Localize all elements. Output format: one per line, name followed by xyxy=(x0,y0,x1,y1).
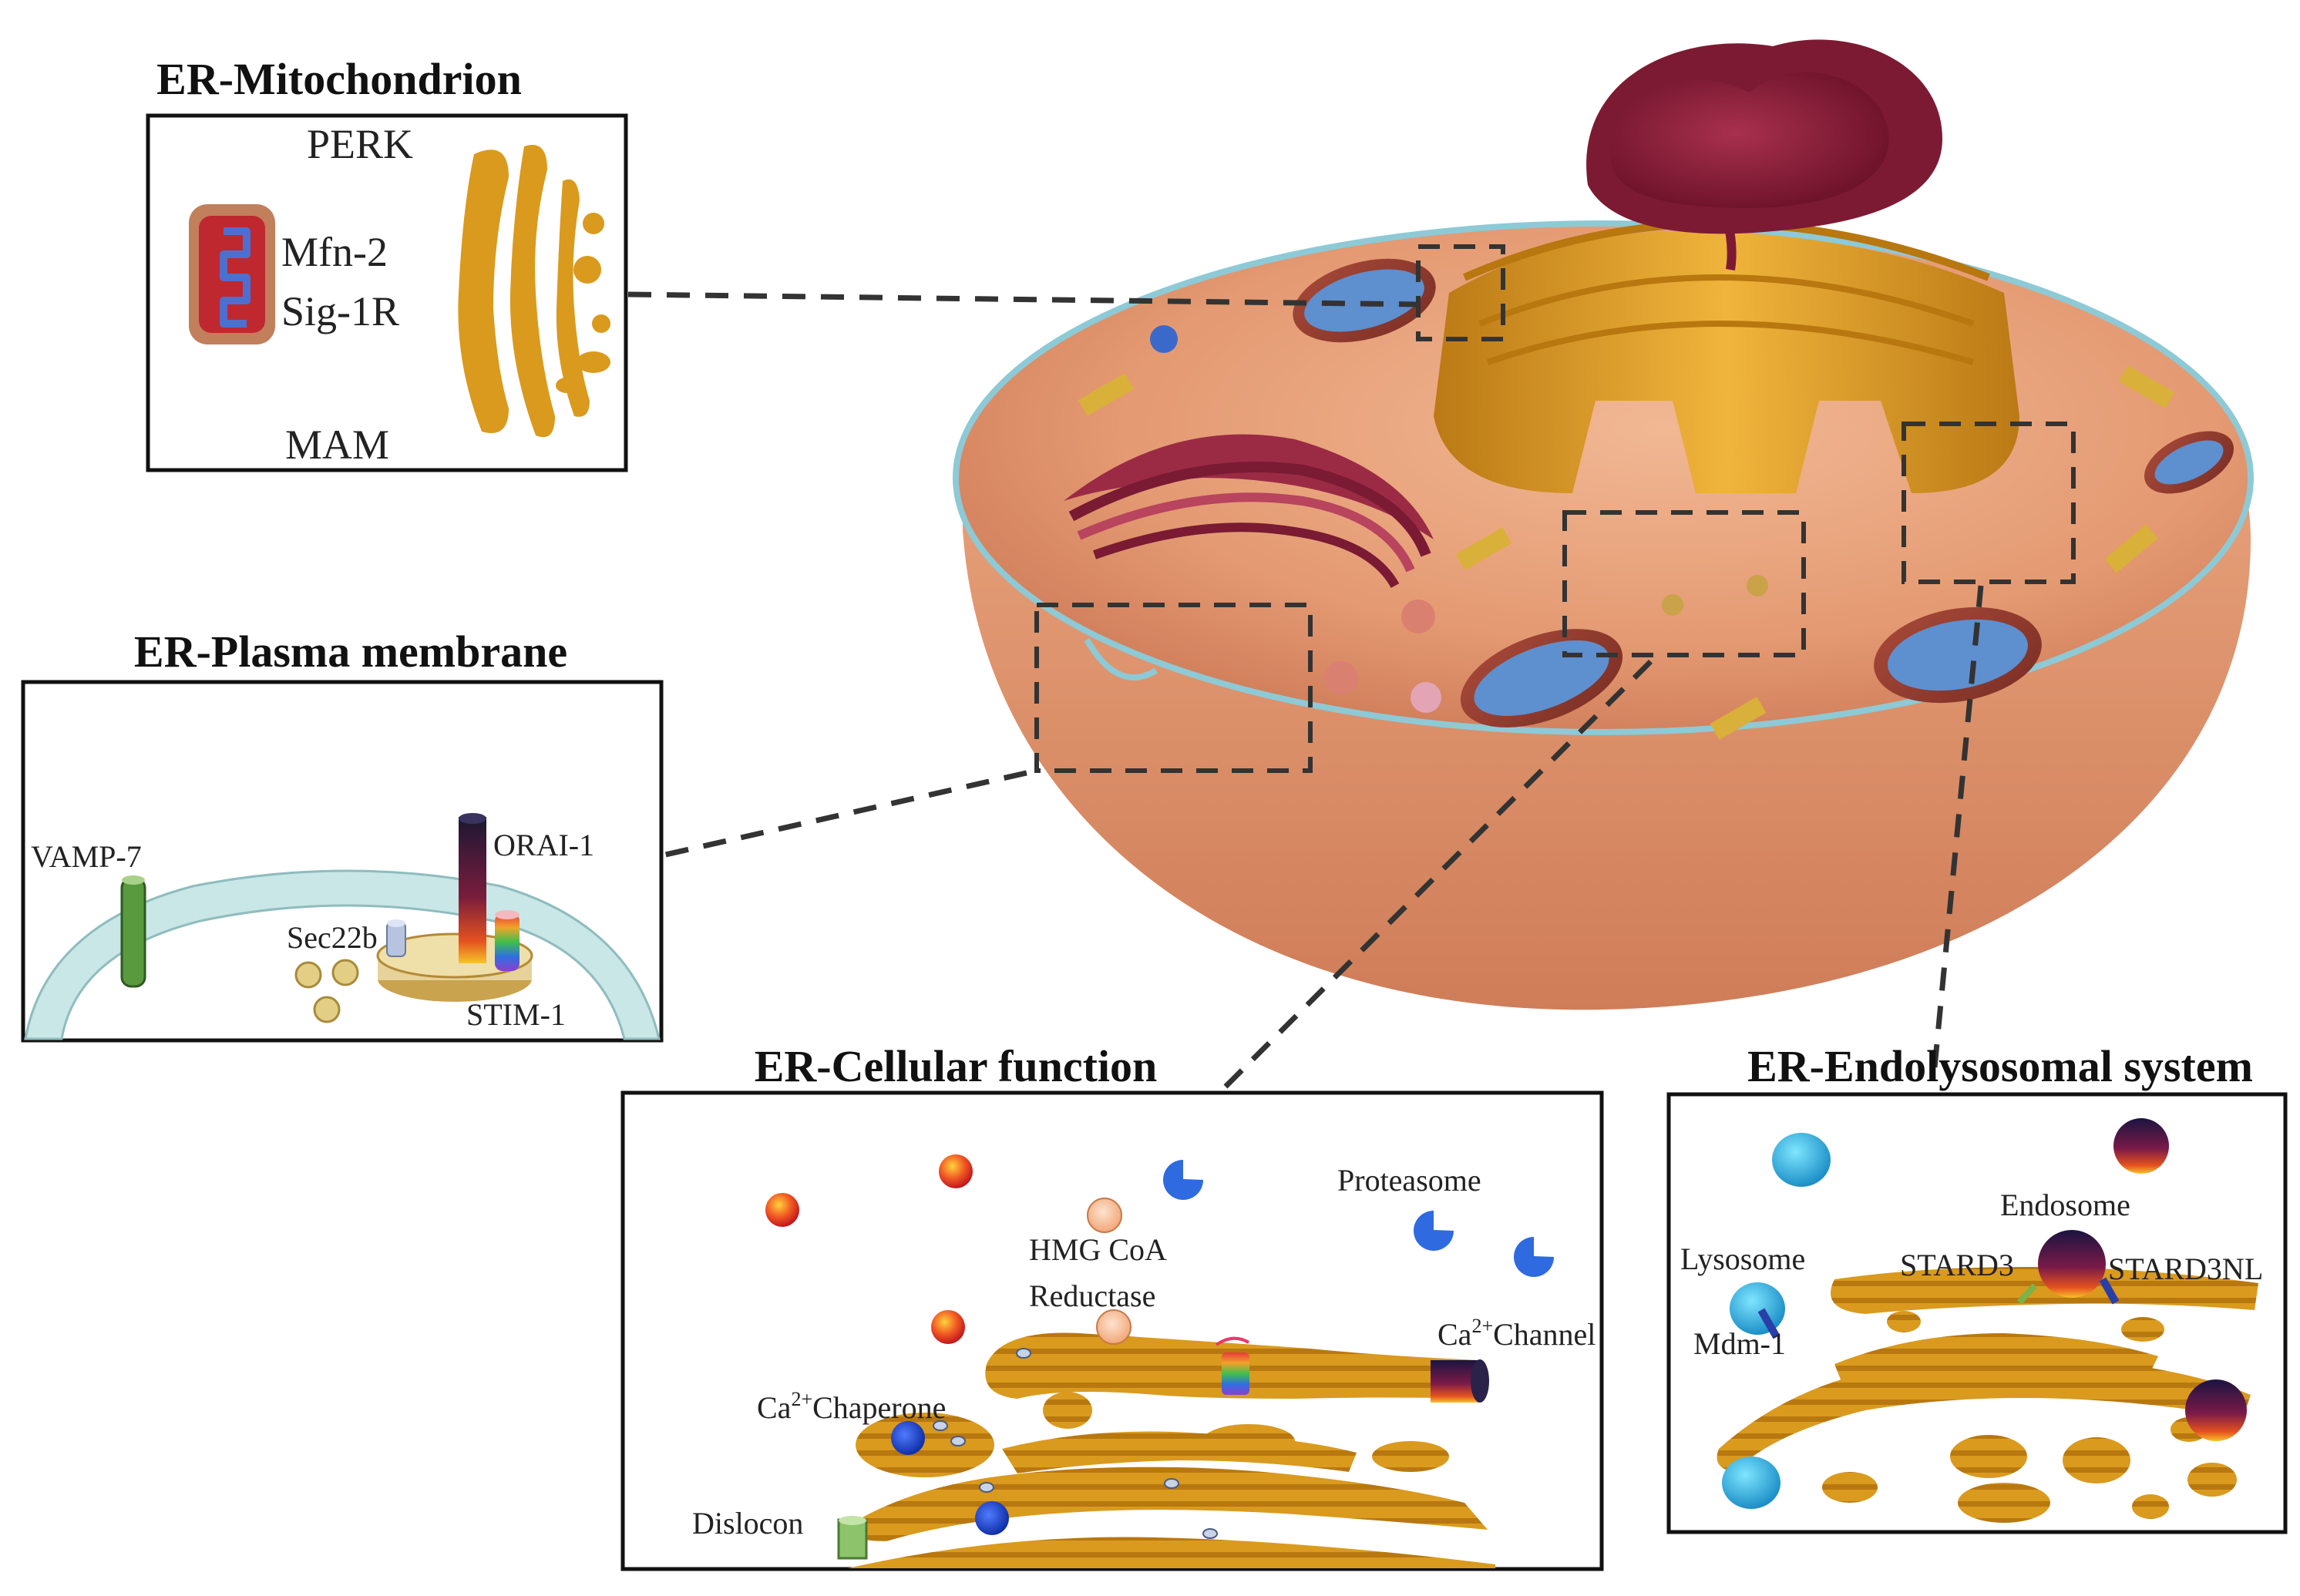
membrane-notch xyxy=(1084,638,1158,680)
endosome-ball xyxy=(2185,1379,2247,1441)
hmg-coa-enzyme xyxy=(1087,1198,1122,1233)
mdm1-tether xyxy=(1757,1308,1780,1339)
cell-illustration xyxy=(953,39,2254,1010)
stard3-tether xyxy=(2017,1283,2037,1305)
label-ca-chaperone: Ca2+Chaperone xyxy=(757,1388,946,1425)
label-mdm1: Mdm-1 xyxy=(1693,1326,1786,1361)
rough-er xyxy=(1434,220,2019,493)
panel-title: ER-Mitochondrion xyxy=(156,54,522,104)
stim1-rainbow-subunit xyxy=(495,910,520,971)
label-sec22b: Sec22b xyxy=(287,920,378,955)
nucleus xyxy=(1586,39,1942,270)
hmg-coa-enzyme xyxy=(1096,1309,1132,1345)
label-hmg-coa: HMG CoA xyxy=(1029,1232,1167,1267)
serca-pump xyxy=(1222,1352,1249,1395)
ca-chaperone-ball xyxy=(975,1501,1009,1535)
er-ribosomes xyxy=(933,1348,1218,1539)
panel-er-mitochondrion: ER-Mitochondrion PERK Mfn-2 Sig-1R MAM xyxy=(146,54,628,472)
label-stim1: STIM-1 xyxy=(466,997,566,1032)
mitochondrion-shape xyxy=(189,204,275,344)
cytoplasm-vesicles xyxy=(1078,325,2175,740)
zoom-boxes xyxy=(1034,244,2076,773)
orai1-channel xyxy=(459,813,486,963)
label-mfn2: Mfn-2 xyxy=(281,229,388,275)
label-stard3nl: STARD3NL xyxy=(2108,1252,2263,1286)
panel-title: ER-Plasma membrane xyxy=(134,627,567,677)
label-endosome: Endosome xyxy=(2000,1188,2130,1222)
lysosome-ball xyxy=(1772,1133,1831,1187)
stard3nl-tether xyxy=(2099,1277,2120,1305)
panel-er-cellular-function: ER-Cellular function xyxy=(620,1041,1604,1571)
label-stard3: STARD3 xyxy=(1900,1248,2014,1282)
er-cisternae xyxy=(458,145,610,438)
lysosome-ball xyxy=(1722,1457,1780,1509)
vamp7-protein xyxy=(120,875,146,988)
ca-channel xyxy=(1431,1359,1489,1403)
stim1-protein xyxy=(376,932,533,1002)
dislocon xyxy=(837,1516,868,1560)
panel-er-plasma-membrane: ER-Plasma membrane xyxy=(21,627,664,1043)
lipid-droplets xyxy=(765,1154,973,1344)
connector-lines xyxy=(627,291,1984,1089)
panel-title: ER-Cellular function xyxy=(755,1041,1158,1091)
label-sig1r: Sig-1R xyxy=(281,288,399,334)
label-proteasome: Proteasome xyxy=(1337,1163,1481,1198)
er-network xyxy=(848,1332,1495,1568)
er-network xyxy=(1717,1267,2258,1523)
label-reductase: Reductase xyxy=(1029,1278,1155,1313)
proteasomes xyxy=(1163,1160,1554,1277)
sec22b-protein xyxy=(386,919,406,957)
golgi-apparatus xyxy=(1064,434,1434,589)
label-lysosome: Lysosome xyxy=(1680,1242,1805,1276)
panel-title: ER-Endolysosomal system xyxy=(1747,1041,2253,1091)
label-ca-channel: Ca2+Channel xyxy=(1438,1315,1596,1352)
label-vamp7: VAMP-7 xyxy=(31,839,142,874)
vesicles xyxy=(294,959,359,1023)
ca-chaperone-ball xyxy=(891,1421,925,1455)
panel-er-endolysosomal: ER-Endolysosomal system Endoso xyxy=(1666,1041,2288,1534)
mitochondria xyxy=(1293,258,2234,727)
serca-loop xyxy=(1215,1336,1250,1346)
endosome-ball xyxy=(2113,1118,2169,1174)
label-mam: MAM xyxy=(285,422,389,468)
label-dislocon: Dislocon xyxy=(692,1506,803,1541)
endosome-ball xyxy=(2038,1230,2106,1298)
label-perk: PERK xyxy=(307,121,413,167)
label-orai1: ORAI-1 xyxy=(493,828,594,862)
